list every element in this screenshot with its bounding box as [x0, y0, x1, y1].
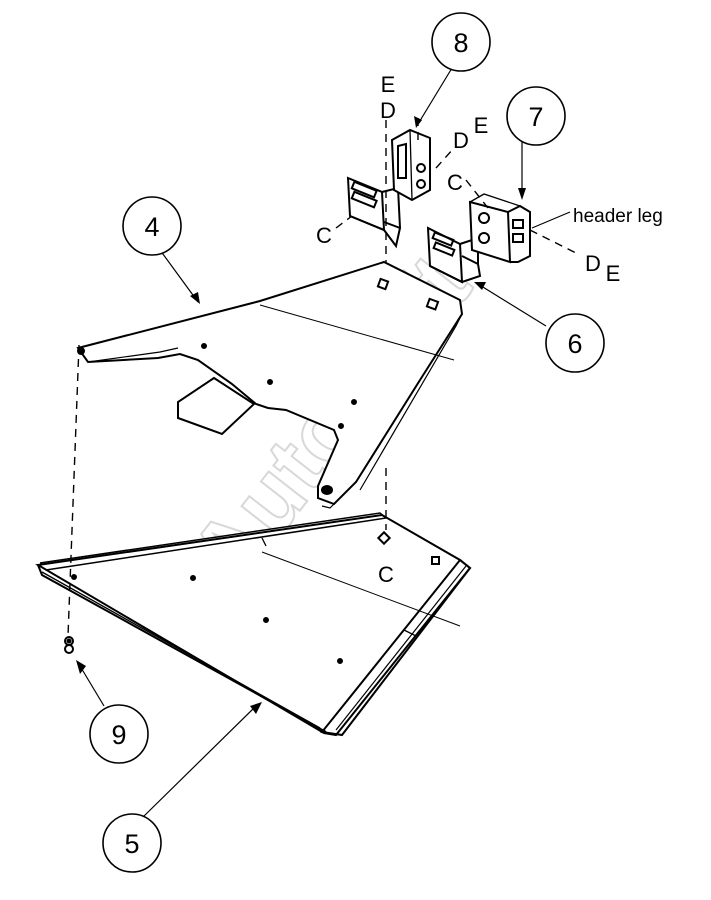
- callout-4-label: 4: [144, 212, 159, 242]
- letter-bracket8-e: E: [474, 113, 489, 138]
- part-6-bracket: [426, 226, 482, 284]
- arrowheads: [76, 116, 526, 714]
- letter-left-c: C: [316, 223, 332, 248]
- callout-8-label: 8: [453, 28, 468, 58]
- letter-leg-d: D: [585, 251, 601, 276]
- letter-top-d: D: [380, 98, 396, 123]
- callout-6: 6: [545, 313, 605, 373]
- part-9-bolt: [64, 636, 74, 654]
- letter-leg-e: E: [606, 261, 621, 286]
- callout-9-label: 9: [111, 720, 126, 750]
- assembly-lines: [67, 118, 581, 637]
- left-bracket: [346, 176, 402, 249]
- callout-4: 4: [122, 196, 182, 256]
- letter-bracket8-d: D: [453, 128, 469, 153]
- callout-5-label: 5: [124, 829, 139, 859]
- callout-7: 7: [506, 86, 566, 146]
- part-7-bracket: [468, 193, 531, 264]
- callout-9: 9: [89, 704, 149, 764]
- callout-leaders: [79, 67, 571, 819]
- part-5-lower-pan: [35, 512, 472, 737]
- part-4-upper-plate: [76, 260, 464, 509]
- callout-7-label: 7: [528, 102, 543, 132]
- letter-right-c: C: [447, 170, 463, 195]
- header-leg-label: header leg: [573, 206, 663, 227]
- letter-bottom-c: C: [378, 562, 394, 587]
- part-8-bracket: [390, 128, 431, 202]
- callout-5: 5: [102, 813, 162, 873]
- letter-top-e: E: [381, 72, 396, 97]
- callout-6-label: 6: [567, 329, 582, 359]
- callout-8: 8: [431, 12, 491, 72]
